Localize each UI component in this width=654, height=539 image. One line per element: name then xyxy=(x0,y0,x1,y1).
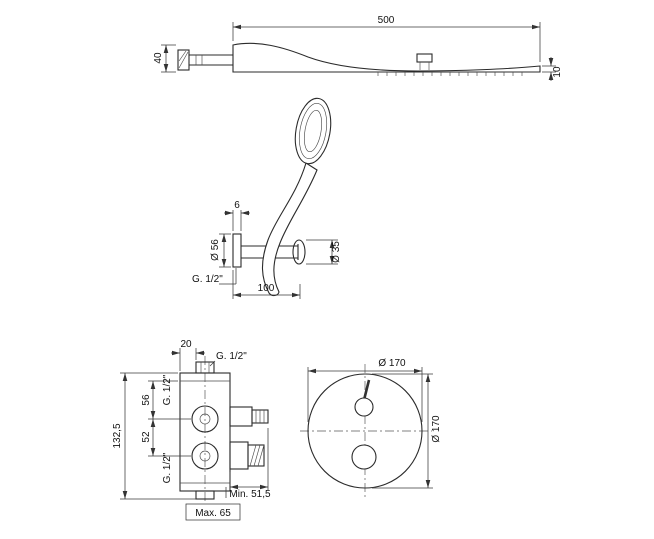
lever-handle xyxy=(362,379,371,401)
hand-shower-view: 6 Ø 56 Ø 35 G. 1/2" 100 xyxy=(192,97,342,299)
dim-label-56: 56 xyxy=(141,394,152,406)
spray-nozzles xyxy=(377,72,523,76)
dimension-head-height: 40 xyxy=(153,44,176,73)
valve-handles xyxy=(229,406,269,470)
dim-label-6: 6 xyxy=(234,200,240,211)
dimension-plate-diameter-horizontal: Ø 170 xyxy=(307,358,423,422)
dimension-plate-diameter-vertical: Ø 170 xyxy=(372,373,442,489)
valve-body xyxy=(179,361,231,500)
overhead-shower-view: 500 40 10 xyxy=(153,15,563,81)
dim-label-40: 40 xyxy=(153,52,164,64)
left-dimension-chain: 56 52 132,5 G. 1/2" G. 1/2" xyxy=(112,372,196,500)
dimension-flange-diameter: Ø 56 xyxy=(210,233,231,268)
upper-port-circle xyxy=(191,405,219,433)
top-connection-callout: G. 1/2" xyxy=(209,351,247,367)
bottom-port xyxy=(195,490,215,500)
label-valve-left-upper-connection: G. 1/2" xyxy=(162,374,173,405)
trim-plate-view: Ø 170 Ø 170 xyxy=(300,358,442,498)
dim-label-500: 500 xyxy=(378,15,395,26)
dim-label-dia170-top: Ø 170 xyxy=(378,358,406,369)
trim-plate-circle xyxy=(307,373,423,489)
dim-label-dia56: Ø 56 xyxy=(210,239,221,261)
shower-head-profile xyxy=(232,42,541,76)
connection-callout: G. 1/2" xyxy=(192,268,237,285)
dim-label-52: 52 xyxy=(141,431,152,443)
mixer-valve-view: 20 G. 1/2" 56 52 132,5 G. 1/2" G. 1/2" xyxy=(112,339,271,521)
dim-label-20: 20 xyxy=(180,339,192,350)
lever-base-circle xyxy=(354,397,374,417)
dimension-reach: 100 xyxy=(232,270,301,299)
dimension-head-width: 500 xyxy=(232,15,541,62)
label-hand-connection: G. 1/2" xyxy=(192,274,223,285)
dimension-head-edge: 10 xyxy=(542,57,563,81)
control-knob-circle xyxy=(351,444,377,470)
hand-shower-handle xyxy=(261,162,318,297)
dimension-top-offset: 20 xyxy=(171,339,205,371)
dim-label-dia35: Ø 35 xyxy=(331,241,342,263)
label-valve-left-lower-connection: G. 1/2" xyxy=(162,452,173,483)
lower-port-circle xyxy=(191,442,219,470)
dimension-min-depth: Min. 51,5 xyxy=(225,428,271,500)
wall-bracket xyxy=(177,49,233,71)
dim-label-min: Min. 51,5 xyxy=(229,489,271,500)
dim-label-dia170-right: Ø 170 xyxy=(431,415,442,443)
dim-label-100: 100 xyxy=(258,283,275,294)
dimension-holder-thickness: 6 xyxy=(224,200,250,231)
inlet-connector xyxy=(416,53,433,63)
hand-shower-head xyxy=(294,97,332,165)
dimension-max-depth: Max. 65 xyxy=(185,503,241,521)
dim-label-max: Max. 65 xyxy=(195,508,231,519)
dimension-ring-diameter: Ø 35 xyxy=(306,239,342,265)
holder-ring xyxy=(292,239,306,265)
dim-label-10: 10 xyxy=(552,66,563,78)
dim-label-132-5: 132,5 xyxy=(112,423,123,448)
label-valve-top-connection: G. 1/2" xyxy=(216,351,247,362)
